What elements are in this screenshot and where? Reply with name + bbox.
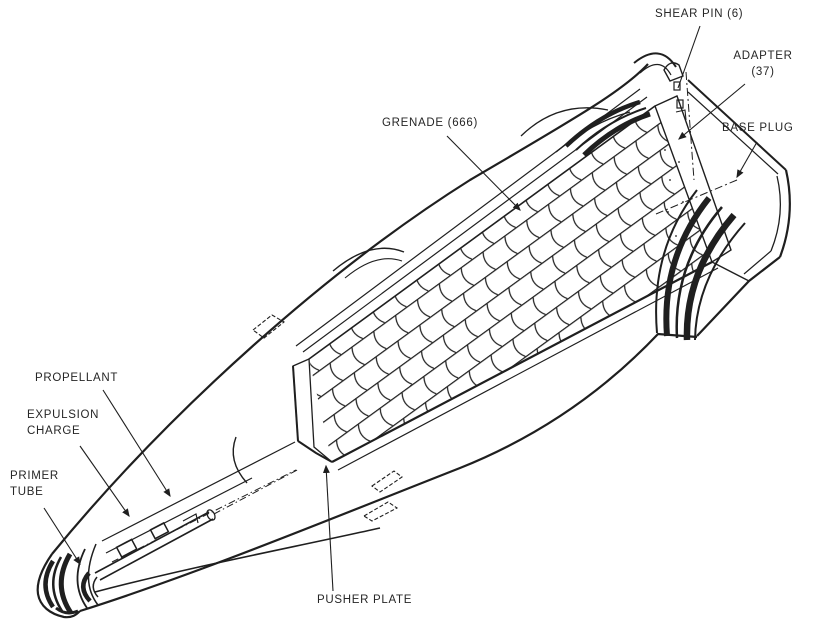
leader-adapter [678, 83, 746, 140]
label-adapter-line2: (37) [751, 66, 775, 78]
leader-primer-tube [43, 507, 81, 566]
projectile-body-outline [36, 52, 698, 619]
fuze-rings [43, 552, 79, 615]
label-adapter-line1: ADAPTER [733, 50, 793, 62]
leader-grenade [446, 135, 521, 211]
base-plug-part [655, 79, 791, 341]
leader-pusher-plate [322, 464, 334, 592]
nose-fuze-section [43, 436, 300, 615]
rear-top-band-hatching [555, 99, 651, 157]
adapter-speckles [664, 149, 684, 237]
leader-expulsion-charge [79, 445, 130, 518]
body-stencil-diamonds [252, 314, 403, 522]
label-expulsion-line1: EXPULSION [27, 409, 100, 421]
leader-lines [43, 25, 758, 592]
fuze-collar [76, 543, 99, 609]
label-pusher-plate: PUSHER PLATE [317, 594, 413, 606]
label-primer-tube: PRIMER TUBE [10, 468, 59, 500]
label-primer-line1: PRIMER [10, 470, 59, 482]
label-expulsion-line2: CHARGE [27, 425, 81, 437]
label-adapter: ADAPTER (37) [724, 48, 802, 80]
leader-base-plug [736, 141, 758, 179]
grenade-stack [295, 88, 719, 471]
rotating-band [655, 189, 746, 341]
leader-shear-pin [677, 25, 701, 89]
primer-tube-assembly [94, 468, 300, 581]
label-grenade: GRENADE (666) [382, 117, 479, 129]
shear-pin-detail [663, 62, 695, 181]
leader-propellant [102, 389, 171, 498]
label-expulsion-charge: EXPULSION CHARGE [27, 407, 99, 439]
pusher-plate-part [292, 358, 333, 463]
label-propellant: PROPELLANT [35, 372, 119, 384]
label-base-plug: BASE PLUG [722, 122, 794, 134]
label-primer-line2: TUBE [10, 486, 44, 498]
label-shear-pin: SHEAR PIN (6) [655, 8, 744, 20]
